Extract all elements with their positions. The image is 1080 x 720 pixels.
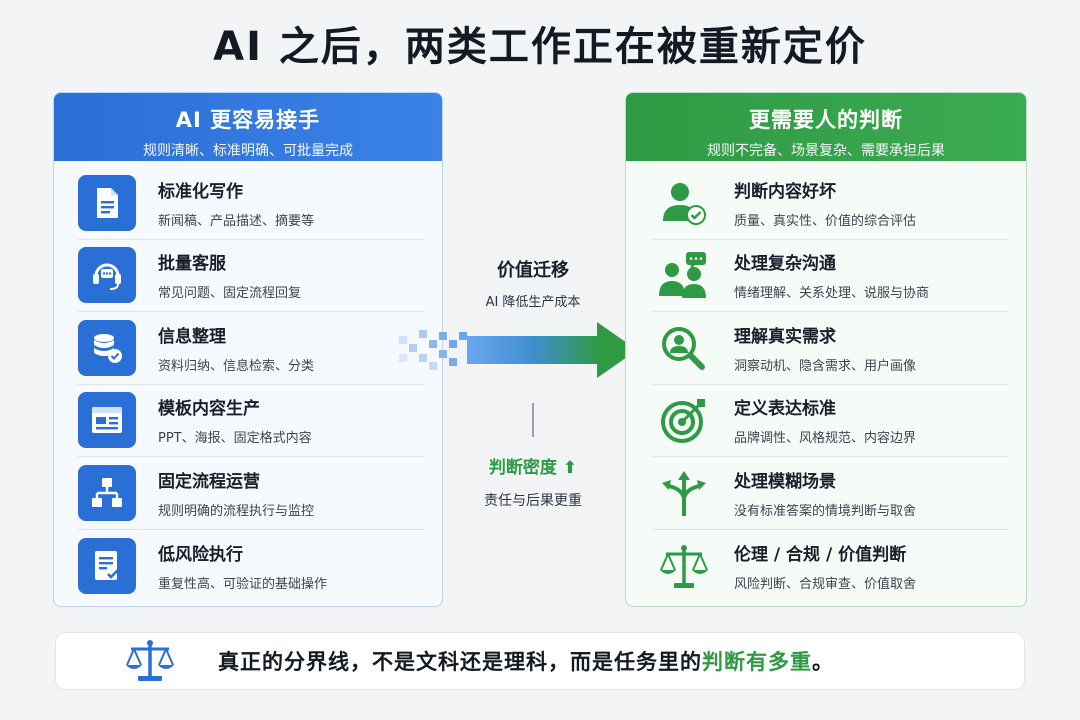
scale-icon bbox=[652, 538, 716, 594]
item-desc: 没有标准答案的情境判断与取舍 bbox=[734, 503, 917, 519]
list-item: 固定流程运营 规则明确的流程执行与监控 bbox=[78, 457, 424, 530]
item-title: 批量客服 bbox=[158, 254, 226, 275]
item-title: 低风险执行 bbox=[158, 544, 243, 565]
item-title: 信息整理 bbox=[158, 326, 226, 347]
item-title: 处理复杂沟通 bbox=[734, 254, 836, 275]
item-desc: 品牌调性、风格规范、内容边界 bbox=[734, 431, 917, 447]
list-item: 处理复杂沟通 情绪理解、关系处理、说服与协商 bbox=[652, 240, 1008, 312]
checklist-icon bbox=[78, 537, 136, 594]
item-desc: PPT、海报、固定格式内容 bbox=[158, 431, 312, 447]
shift-arrow-icon bbox=[399, 322, 637, 378]
list-item: 处理模糊场景 没有标准答案的情境判断与取舍 bbox=[652, 457, 1008, 530]
human-judgment-panel: 更需要人的判断 规则不完备、场景复杂、需要承担后果 判断内容好坏 质量、真实性、… bbox=[625, 92, 1027, 607]
list-item: 标准化写作 新闻稿、产品描述、摘要等 bbox=[78, 167, 424, 240]
value-shift-label: 价值迁移 AI 降低生产成本 bbox=[458, 256, 608, 310]
database-check-icon bbox=[78, 319, 136, 376]
conclusion-text-main: 真正的分界线，不是文科还是理科，而是任务里的 bbox=[218, 650, 702, 674]
item-title: 标准化写作 bbox=[158, 181, 243, 202]
magnify-person-icon bbox=[652, 320, 716, 376]
list-item: 理解真实需求 洞察动机、隐含需求、用户画像 bbox=[652, 312, 1008, 385]
divider-line bbox=[532, 403, 534, 437]
list-item: 判断内容好坏 质量、真实性、价值的综合评估 bbox=[652, 167, 1008, 240]
item-title: 伦理 / 合规 / 价值判断 bbox=[734, 544, 907, 565]
list-item: 低风险执行 重复性高、可验证的基础操作 bbox=[78, 530, 424, 603]
list-item: 定义表达标准 品牌调性、风格规范、内容边界 bbox=[652, 385, 1008, 457]
item-title: 固定流程运营 bbox=[158, 471, 260, 492]
conclusion-end: 。 bbox=[812, 650, 834, 674]
conclusion-text: 真正的分界线，不是文科还是理科，而是任务里的判断有多重。 bbox=[218, 646, 834, 676]
human-judgment-header: 更需要人的判断 规则不完备、场景复杂、需要承担后果 bbox=[626, 93, 1026, 161]
item-desc: 风险判断、合规审查、价值取舍 bbox=[734, 576, 917, 592]
ai-takeover-title: AI 更容易接手 bbox=[175, 108, 321, 132]
people-chat-icon bbox=[652, 247, 716, 303]
ai-takeover-subtitle: 规则清晰、标准明确、可批量完成 bbox=[143, 143, 353, 159]
page-title: AI 之后，两类工作正在被重新定价 bbox=[213, 24, 867, 70]
judgment-density-title: 判断密度 ⬆ bbox=[488, 458, 578, 478]
template-icon bbox=[78, 392, 136, 449]
list-item: 模板内容生产 PPT、海报、固定格式内容 bbox=[78, 385, 424, 457]
item-title: 处理模糊场景 bbox=[734, 471, 836, 492]
item-desc: 常见问题、固定流程回复 bbox=[158, 286, 302, 302]
conclusion-bar: 真正的分界线，不是文科还是理科，而是任务里的判断有多重。 bbox=[55, 632, 1025, 690]
item-desc: 新闻稿、产品描述、摘要等 bbox=[158, 213, 315, 229]
headset-icon bbox=[78, 247, 136, 304]
branch-arrows-icon bbox=[652, 465, 716, 521]
target-icon bbox=[652, 392, 716, 448]
human-judgment-subtitle: 规则不完备、场景复杂、需要承担后果 bbox=[707, 143, 945, 159]
ai-takeover-panel: AI 更容易接手 规则清晰、标准明确、可批量完成 标准化写作 新闻稿、产品描述、… bbox=[53, 92, 443, 607]
document-icon bbox=[78, 174, 136, 231]
judgment-density-label: 判断密度 ⬆ 责任与后果更重 bbox=[458, 453, 608, 510]
item-desc: 质量、真实性、价值的综合评估 bbox=[734, 213, 917, 229]
item-title: 判断内容好坏 bbox=[734, 181, 836, 202]
value-shift-title: 价值迁移 bbox=[497, 260, 569, 281]
value-shift-subtitle: AI 降低生产成本 bbox=[485, 295, 581, 310]
item-desc: 资料归纳、信息检索、分类 bbox=[158, 358, 315, 374]
item-title: 理解真实需求 bbox=[734, 326, 836, 347]
human-judgment-title: 更需要人的判断 bbox=[749, 108, 903, 132]
item-desc: 情绪理解、关系处理、说服与协商 bbox=[734, 286, 930, 302]
item-desc: 规则明确的流程执行与监控 bbox=[158, 503, 315, 519]
ai-takeover-header: AI 更容易接手 规则清晰、标准明确、可批量完成 bbox=[54, 93, 442, 161]
person-check-icon bbox=[652, 175, 716, 231]
list-item: 信息整理 资料归纳、信息检索、分类 bbox=[78, 312, 424, 385]
list-item: 批量客服 常见问题、固定流程回复 bbox=[78, 240, 424, 312]
item-desc: 重复性高、可验证的基础操作 bbox=[158, 576, 328, 592]
item-title: 模板内容生产 bbox=[158, 399, 260, 420]
item-title: 定义表达标准 bbox=[734, 399, 836, 420]
judgment-density-subtitle: 责任与后果更重 bbox=[484, 493, 582, 509]
item-desc: 洞察动机、隐含需求、用户画像 bbox=[734, 358, 917, 374]
flowchart-icon bbox=[78, 464, 136, 521]
conclusion-highlight: 判断有多重 bbox=[702, 650, 812, 674]
list-item: 伦理 / 合规 / 价值判断 风险判断、合规审查、价值取舍 bbox=[652, 530, 1008, 603]
scale-icon bbox=[126, 640, 174, 681]
